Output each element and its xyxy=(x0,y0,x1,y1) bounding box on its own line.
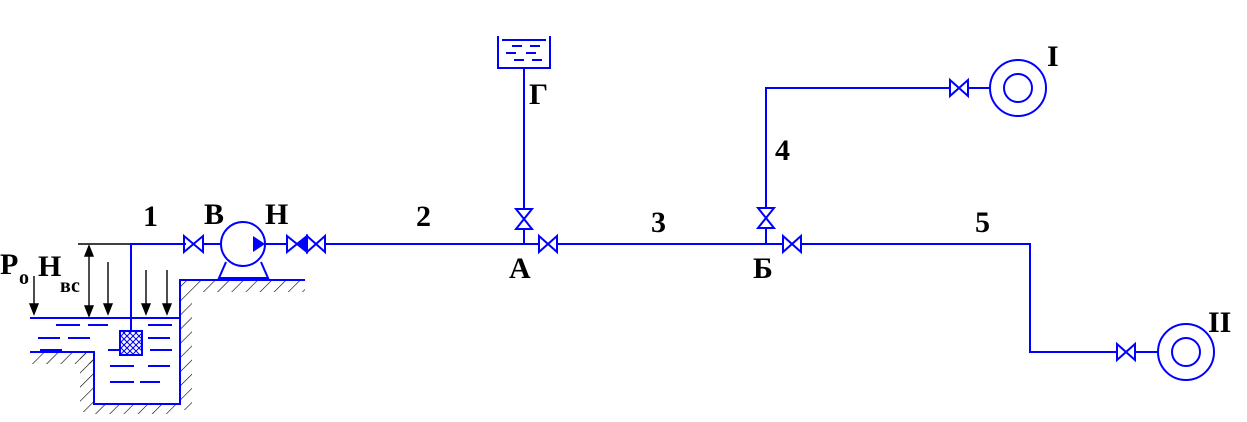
elevated-tank-icon xyxy=(497,36,551,69)
suction-strainer-icon xyxy=(119,330,143,356)
consumer-outlet-icon xyxy=(1157,323,1215,381)
label-section-4: 4 xyxy=(775,134,790,167)
water-dashes xyxy=(38,324,172,383)
pump-station xyxy=(183,221,326,279)
gate-valve-icon xyxy=(949,77,969,99)
suction-line xyxy=(119,243,186,356)
pressure-arrows xyxy=(28,262,173,316)
ground-hatch-left xyxy=(30,352,94,364)
label-node-a: А xyxy=(509,252,531,285)
gate-valve-icon xyxy=(183,233,204,255)
pipe-section-4 xyxy=(765,87,950,208)
label-pressure: P xyxy=(0,248,18,281)
ground-hatch-right xyxy=(180,280,305,292)
basin-outline xyxy=(30,279,305,405)
pipe-section-5 xyxy=(801,243,1117,353)
node-b xyxy=(755,77,990,255)
ground-hatch-pit-left xyxy=(80,352,94,412)
label-node-g: Г xyxy=(529,78,548,111)
reservoir xyxy=(28,243,305,414)
consumer-outlet-icon xyxy=(989,59,1047,117)
label-node-v: В xyxy=(204,198,224,231)
label-consumer-1: I xyxy=(1047,40,1059,73)
gate-valve-icon xyxy=(306,233,326,255)
pipe-section-1 xyxy=(130,243,186,333)
suction-height-dimension xyxy=(78,243,132,318)
gate-valve-icon xyxy=(513,208,535,230)
check-valve-icon xyxy=(286,233,308,255)
gate-valve-icon xyxy=(755,207,777,229)
label-node-b: Б xyxy=(753,252,773,285)
gate-valve-icon xyxy=(1116,341,1136,363)
gate-valve-icon xyxy=(782,233,802,255)
node-a xyxy=(497,36,558,255)
label-suction-height-subscript: вс xyxy=(60,275,80,297)
centrifugal-pump-icon xyxy=(217,221,270,279)
label-node-n: Н xyxy=(265,198,288,231)
main-line xyxy=(325,243,1158,353)
label-section-3: 3 xyxy=(651,206,666,239)
ground-hatch-pit-right xyxy=(180,292,192,410)
label-consumer-2: II xyxy=(1208,306,1231,339)
label-suction-height: H xyxy=(38,250,61,283)
label-pressure-subscript: o xyxy=(19,267,29,289)
gate-valve-icon xyxy=(538,233,558,255)
label-section-1: 1 xyxy=(143,200,158,233)
ground-hatch-pit-bottom xyxy=(94,404,180,414)
label-section-5: 5 xyxy=(975,206,990,239)
label-section-2: 2 xyxy=(416,200,431,233)
